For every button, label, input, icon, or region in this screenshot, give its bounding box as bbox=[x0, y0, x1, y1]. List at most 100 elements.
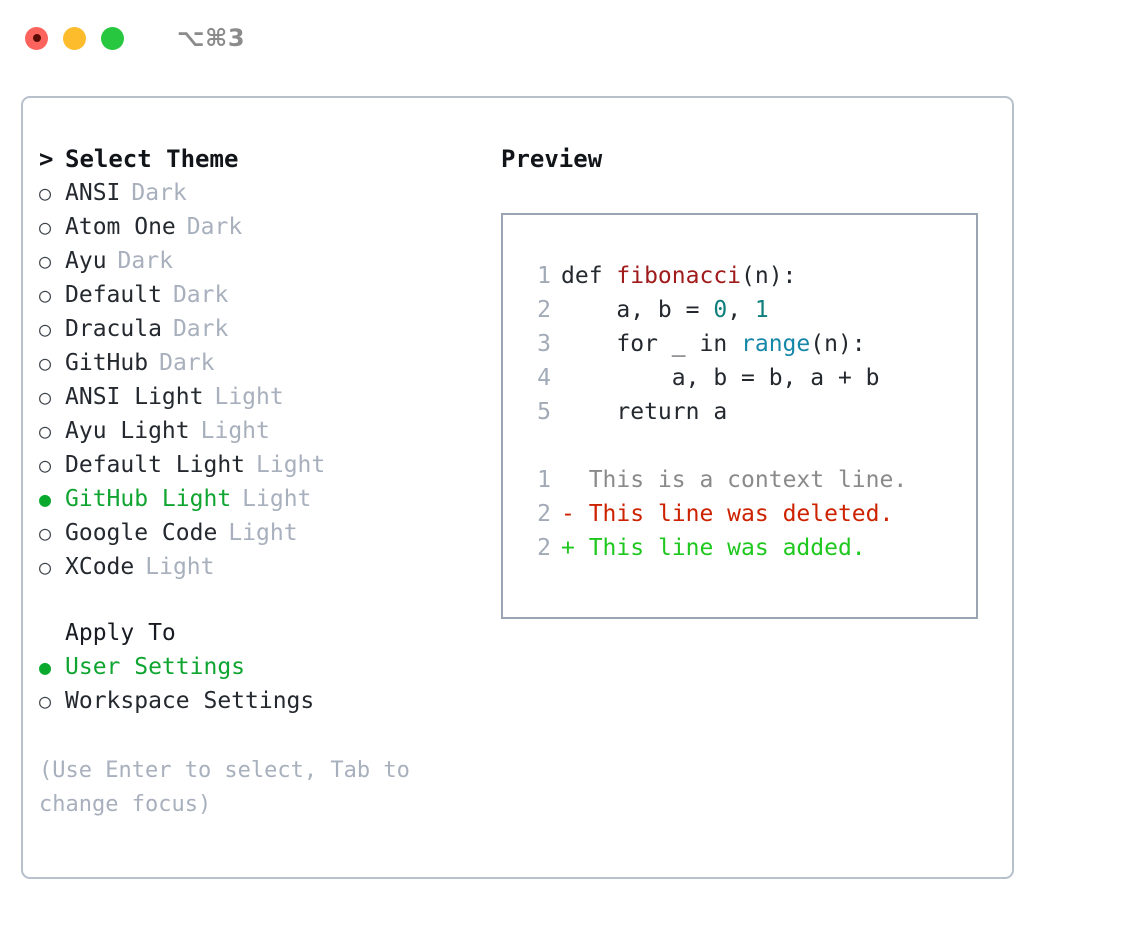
close-button[interactable] bbox=[25, 26, 48, 50]
radio-unselected-icon: ○ bbox=[39, 181, 52, 205]
line-number: 3 bbox=[537, 331, 551, 357]
code-token: (n): bbox=[810, 331, 866, 357]
line-number: 2 bbox=[537, 501, 551, 527]
radio-unselected-icon: ○ bbox=[39, 215, 52, 239]
theme-item-label: Ayu Light bbox=[65, 418, 190, 444]
radio-selected-icon: ● bbox=[39, 655, 52, 679]
code-line: 5 return a bbox=[521, 395, 976, 429]
theme-item-variant: Light bbox=[242, 486, 312, 512]
close-icon bbox=[32, 34, 41, 42]
radio-unselected-icon: ○ bbox=[39, 555, 52, 579]
theme-item-variant: Dark bbox=[186, 214, 243, 240]
apply-to-item-label: Workspace Settings bbox=[65, 688, 315, 714]
apply-to-item-workspace-settings[interactable]: ○ Workspace Settings bbox=[39, 684, 479, 718]
diff-text: This is a context line. bbox=[588, 467, 908, 493]
line-number: 2 bbox=[537, 535, 551, 561]
spacer bbox=[521, 429, 976, 463]
code-token: (n): bbox=[741, 263, 797, 289]
theme-item-ayu-light[interactable]: ○ Ayu Light Light bbox=[39, 414, 479, 448]
radio-unselected-icon: ○ bbox=[39, 283, 52, 307]
theme-item-variant: Light bbox=[200, 418, 270, 444]
apply-to-caret-placeholder bbox=[39, 616, 65, 650]
theme-item-variant: Dark bbox=[172, 316, 229, 342]
diff-sample: 1 This is a context line.2- This line wa… bbox=[521, 463, 976, 565]
minimize-button[interactable] bbox=[63, 26, 86, 50]
radio-unselected-icon: ○ bbox=[39, 317, 52, 341]
diff-marker: + bbox=[561, 535, 589, 561]
theme-item-label: Dracula bbox=[65, 316, 162, 342]
theme-item-ansi[interactable]: ○ ANSI Dark bbox=[39, 176, 479, 210]
theme-item-label: Default bbox=[65, 282, 162, 308]
theme-item-variant: Dark bbox=[131, 180, 187, 206]
keyboard-hint: (Use Enter to select, Tab to change focu… bbox=[39, 758, 410, 817]
diff-line: 2 + This line was added. bbox=[521, 531, 976, 565]
code-token: fibonacci bbox=[616, 263, 742, 289]
apply-to-header: Apply To bbox=[39, 616, 479, 650]
theme-item-variant: Light bbox=[214, 384, 284, 410]
code-token: a, b = bbox=[561, 297, 714, 323]
radio-selected-icon: ● bbox=[39, 487, 52, 511]
preview-title: Preview bbox=[501, 145, 603, 173]
code-token: range bbox=[741, 331, 811, 357]
window-shortcut-label: ⌥⌘3 bbox=[177, 24, 246, 52]
diff-marker bbox=[561, 463, 589, 497]
code-token: a, b = b, a + b bbox=[561, 365, 880, 391]
code-line: 2 a, b = 0, 1 bbox=[521, 293, 976, 327]
radio-unselected-icon: ○ bbox=[39, 453, 52, 477]
theme-item-default-light[interactable]: ○ Default Light Light bbox=[39, 448, 479, 482]
apply-to-item-user-settings[interactable]: ● User Settings bbox=[39, 650, 479, 684]
apply-to-list: ● User Settings ○ Workspace Settings bbox=[39, 650, 479, 718]
theme-item-label: Atom One bbox=[65, 214, 176, 240]
theme-item-variant: Dark bbox=[159, 350, 215, 376]
theme-item-dracula[interactable]: ○ Dracula Dark bbox=[39, 312, 479, 346]
theme-item-label: Default Light bbox=[65, 452, 246, 478]
radio-unselected-icon: ○ bbox=[39, 689, 52, 713]
code-token: 0 bbox=[713, 297, 728, 323]
radio-unselected-icon: ○ bbox=[39, 351, 52, 375]
radio-unselected-icon: ○ bbox=[39, 385, 52, 409]
theme-item-variant: Light bbox=[256, 452, 326, 478]
theme-item-label: Google Code bbox=[65, 520, 218, 546]
radio-unselected-icon: ○ bbox=[39, 419, 52, 443]
line-number: 1 bbox=[537, 467, 551, 493]
diff-text: This line was deleted. bbox=[588, 501, 894, 527]
line-number: 1 bbox=[537, 263, 551, 289]
diff-text: This line was added. bbox=[588, 535, 866, 561]
theme-item-ansi-light[interactable]: ○ ANSI Light Light bbox=[39, 380, 479, 414]
code-token: for _ in bbox=[561, 331, 742, 357]
theme-item-variant: Dark bbox=[117, 248, 173, 274]
diff-line: 1 This is a context line. bbox=[521, 463, 976, 497]
diff-marker: - bbox=[561, 501, 589, 527]
theme-item-variant: Dark bbox=[172, 282, 229, 308]
theme-item-default[interactable]: ○ Default Dark bbox=[39, 278, 479, 312]
theme-item-label: XCode bbox=[65, 554, 135, 580]
theme-item-label: ANSI bbox=[65, 180, 121, 206]
apply-to-item-label: User Settings bbox=[65, 654, 246, 680]
theme-item-label: ANSI Light bbox=[65, 384, 204, 410]
theme-item-atom-one[interactable]: ○ Atom One Dark bbox=[39, 210, 479, 244]
title-bar: ⌥⌘3 bbox=[0, 0, 1140, 76]
spacer bbox=[39, 584, 479, 616]
apply-to-header-label: Apply To bbox=[65, 620, 176, 646]
code-token: def bbox=[561, 263, 617, 289]
theme-item-variant: Light bbox=[228, 520, 298, 546]
diff-line: 2- This line was deleted. bbox=[521, 497, 976, 531]
code-token: , bbox=[727, 297, 755, 323]
caret-icon: > bbox=[39, 145, 54, 173]
radio-unselected-icon: ○ bbox=[39, 249, 52, 273]
traffic-light-buttons bbox=[25, 26, 124, 50]
maximize-button[interactable] bbox=[101, 26, 124, 50]
line-number: 4 bbox=[537, 365, 551, 391]
